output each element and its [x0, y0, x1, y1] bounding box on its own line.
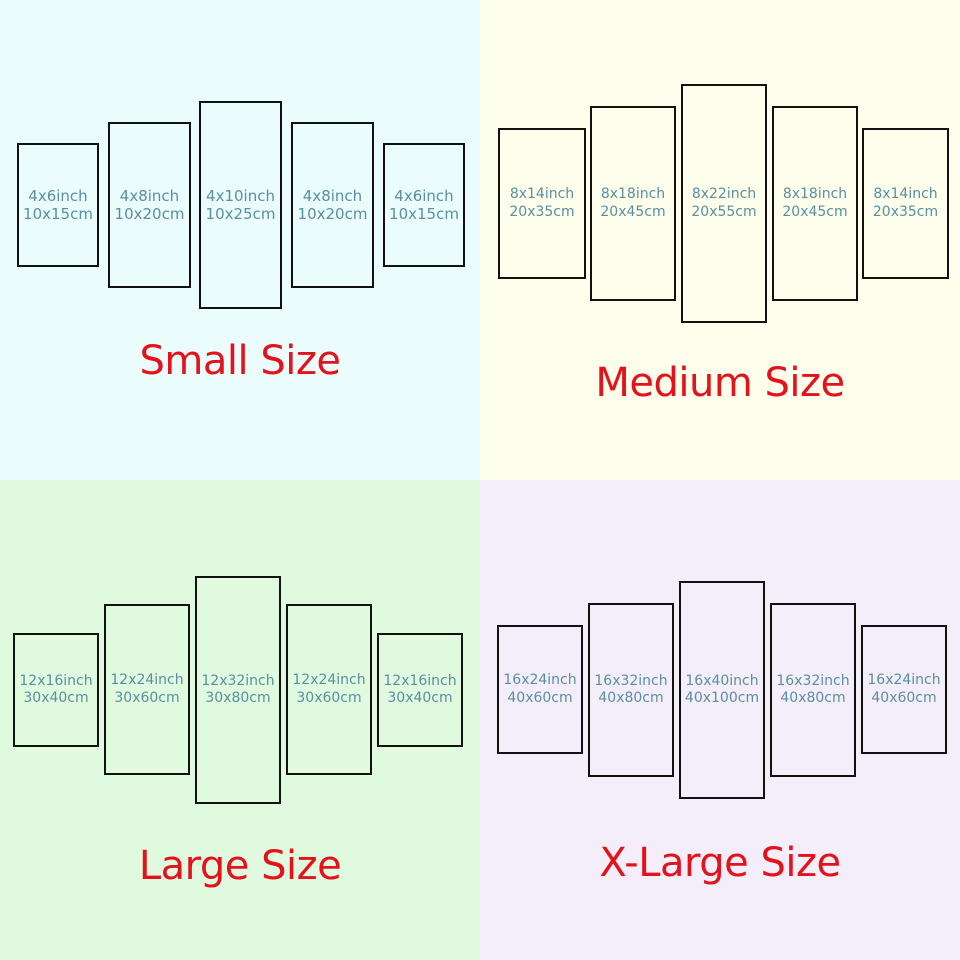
- medium-panel-5: 8x14inch 20x35cm: [862, 128, 949, 279]
- large-panel-4-cm: 30x60cm: [296, 689, 362, 706]
- medium-panel-2-cm: 20x45cm: [600, 203, 666, 220]
- medium-panel-3: 8x22inch 20x55cm: [681, 84, 767, 323]
- xlarge-panel-1-inch: 16x24inch: [503, 672, 577, 689]
- small-panel-3-cm: 10x25cm: [205, 205, 276, 223]
- large-panel-2-cm: 30x60cm: [114, 689, 180, 706]
- large-panel-4: 12x24inch 30x60cm: [286, 604, 372, 775]
- medium-panel-1-inch: 8x14inch: [509, 186, 575, 203]
- xlarge-panel-5: 16x24inch 40x60cm: [861, 625, 947, 754]
- large-panel-2-inch: 12x24inch: [110, 672, 184, 689]
- xlarge-panel-1: 16x24inch 40x60cm: [497, 625, 583, 754]
- xlarge-panel-3: 16x40inch 40x100cm: [679, 581, 765, 799]
- xlarge-panel-5-cm: 40x60cm: [871, 689, 937, 706]
- large-panel-5-inch: 12x16inch: [383, 672, 457, 689]
- medium-panel-5-inch: 8x14inch: [873, 186, 938, 203]
- large-panel-3: 12x32inch 30x80cm: [195, 576, 281, 804]
- medium-panel-4-cm: 20x45cm: [782, 203, 848, 220]
- xlarge-panel-1-cm: 40x60cm: [507, 689, 573, 706]
- large-size-section: 12x16inch 30x40cm 12x24inch 30x60cm 12x3…: [0, 480, 480, 960]
- large-panel-2: 12x24inch 30x60cm: [104, 604, 190, 775]
- large-panel-1-cm: 30x40cm: [23, 690, 89, 706]
- small-panel-1-cm: 10x15cm: [23, 205, 93, 223]
- xlarge-panel-2: 16x32inch 40x80cm: [588, 603, 674, 777]
- xlarge-panel-2-inch: 16x32inch: [594, 672, 668, 689]
- large-size-title: Large Size: [138, 843, 342, 889]
- small-panel-5: 4x6inch 10x15cm: [383, 143, 465, 267]
- small-panel-2-inch: 4x8inch: [119, 186, 180, 205]
- small-panel-2-cm: 10x20cm: [114, 205, 185, 223]
- xlarge-panel-4: 16x32inch 40x80cm: [770, 603, 856, 777]
- small-size-title: Small Size: [139, 338, 341, 384]
- medium-panel-1: 8x14inch 20x35cm: [498, 128, 586, 279]
- xlarge-panel-5-inch: 16x24inch: [867, 672, 941, 689]
- large-panel-1-inch: 12x16inch: [19, 672, 93, 689]
- small-panel-4-cm: 10x20cm: [297, 205, 368, 223]
- large-panel-5-cm: 30x40cm: [387, 690, 453, 706]
- small-panel-4-inch: 4x8inch: [302, 186, 363, 205]
- small-panel-5-inch: 4x6inch: [394, 186, 454, 205]
- medium-panel-4-inch: 8x18inch: [782, 186, 848, 203]
- large-panel-3-cm: 30x80cm: [205, 690, 271, 706]
- medium-panel-5-cm: 20x35cm: [872, 203, 939, 220]
- xlarge-panel-4-inch: 16x32inch: [776, 672, 850, 689]
- small-panel-3-inch: 4x10inch: [206, 186, 275, 205]
- xlarge-size-title: X-Large Size: [599, 840, 841, 886]
- medium-panel-1-cm: 20x35cm: [509, 203, 575, 220]
- small-panel-3: 4x10inch 10x25cm: [199, 101, 282, 309]
- small-panel-1: 4x6inch 10x15cm: [17, 143, 99, 267]
- small-size-section: 4x6inch 10x15cm 4x8inch 10x20cm 4x10inch…: [0, 0, 480, 480]
- large-panel-3-inch: 12x32inch: [201, 672, 275, 689]
- xlarge-size-section: 16x24inch 40x60cm 16x32inch 40x80cm 16x4…: [480, 480, 960, 960]
- xlarge-panel-3-inch: 16x40inch: [685, 672, 759, 689]
- medium-size-title: Medium Size: [595, 360, 845, 406]
- xlarge-panel-3-cm: 40x100cm: [684, 690, 760, 706]
- small-panel-5-cm: 10x15cm: [389, 205, 459, 223]
- medium-panel-3-inch: 8x22inch: [691, 186, 757, 203]
- large-panel-5: 12x16inch 30x40cm: [377, 633, 463, 747]
- small-panel-1-inch: 4x6inch: [28, 186, 88, 205]
- small-panel-2: 4x8inch 10x20cm: [108, 122, 191, 288]
- medium-panel-2: 8x18inch 20x45cm: [590, 106, 676, 301]
- medium-panel-2-inch: 8x18inch: [600, 186, 666, 203]
- medium-panel-3-cm: 20x55cm: [691, 203, 757, 220]
- medium-size-section: 8x14inch 20x35cm 8x18inch 20x45cm 8x22in…: [480, 0, 960, 480]
- small-panel-4: 4x8inch 10x20cm: [291, 122, 374, 288]
- xlarge-panel-4-cm: 40x80cm: [780, 690, 846, 706]
- large-panel-4-inch: 12x24inch: [292, 672, 366, 689]
- xlarge-panel-2-cm: 40x80cm: [598, 690, 664, 706]
- medium-panel-4: 8x18inch 20x45cm: [772, 106, 858, 301]
- large-panel-1: 12x16inch 30x40cm: [13, 633, 99, 747]
